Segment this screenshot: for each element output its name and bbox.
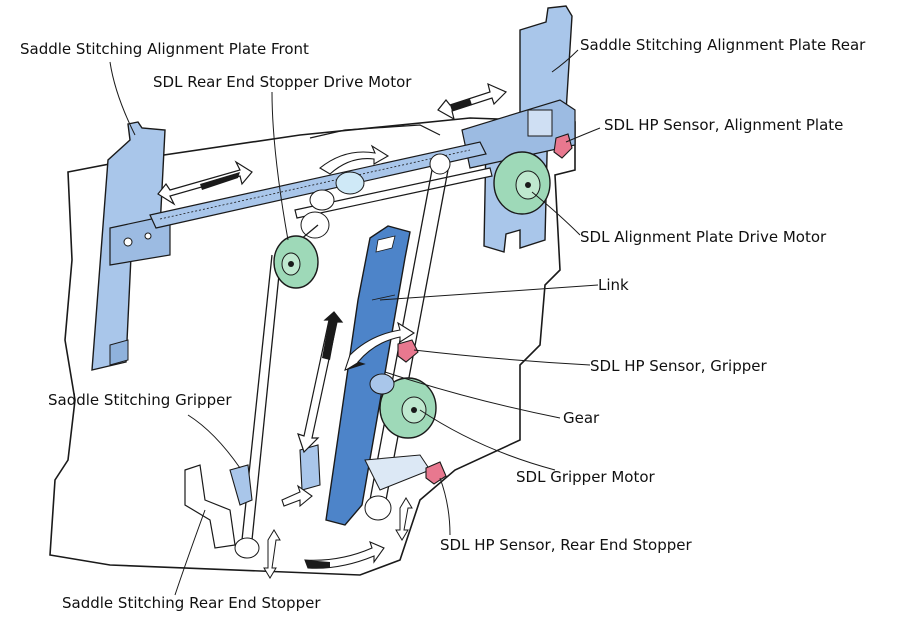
curved-arrow-link [344, 321, 416, 371]
arrow-small-bottom [281, 484, 313, 508]
leader-hp-sensor-rear-end-stopper [439, 477, 451, 536]
label-rear-end-stopper-drive-motor: SDL Rear End Stopper Drive Motor [153, 73, 412, 91]
frame-inner-edge [309, 124, 441, 139]
curved-arrow-top [319, 144, 390, 175]
leader-alignment-plate-drive-motor [531, 191, 581, 236]
hp-sensor-alignment-plate [553, 133, 573, 159]
leader-alignment-plate-front [109, 61, 136, 136]
label-link: Link [598, 276, 629, 294]
motion-arrows [157, 82, 508, 579]
hp-sensor-gripper [397, 339, 419, 363]
rear-end-stopper-drive-motor [273, 235, 319, 289]
hp-sensor-rear-end-stopper [425, 461, 447, 485]
label-gripper-motor: SDL Gripper Motor [516, 468, 655, 486]
label-hp-sensor-gripper: SDL HP Sensor, Gripper [590, 357, 767, 375]
curved-arrow-stopper-left [263, 529, 281, 579]
leader-gear [384, 371, 561, 419]
label-alignment-plate-drive-motor: SDL Alignment Plate Drive Motor [580, 228, 827, 246]
rear-end-stopper-assembly [184, 444, 431, 559]
label-alignment-plate-rear: Saddle Stitching Alignment Plate Rear [580, 36, 866, 54]
double-arrow-rear [437, 82, 508, 121]
alignment-plate-drive-motor [493, 151, 551, 215]
upper-pulleys [300, 153, 451, 239]
link-bar [325, 225, 411, 526]
leader-gripper [187, 414, 241, 469]
label-gear: Gear [563, 409, 600, 427]
label-rear-end-stopper: Saddle Stitching Rear End Stopper [62, 594, 321, 612]
leader-hp-sensor-gripper [413, 349, 591, 366]
curved-arrow-stopper-right [395, 497, 413, 541]
leader-rear-end-stopper-drive-motor [271, 91, 289, 241]
leader-lines [109, 49, 601, 596]
leader-hp-sensor-alignment-plate [565, 127, 601, 143]
alignment-plate-front [91, 121, 171, 371]
label-hp-sensor-rear-end-stopper: SDL HP Sensor, Rear End Stopper [440, 536, 692, 554]
leader-rear-end-stopper [174, 509, 206, 596]
leader-gripper-motor [419, 409, 556, 471]
leader-alignment-plate-rear [551, 49, 579, 73]
leader-link [379, 284, 599, 301]
gripper-motor [369, 373, 437, 439]
label-gripper: Saddle Stitching Gripper [48, 391, 232, 409]
rack-shaft [149, 141, 493, 229]
label-hp-sensor-alignment-plate: SDL HP Sensor, Alignment Plate [604, 116, 844, 134]
label-alignment-plate-front: Saddle Stitching Alignment Plate Front [20, 40, 309, 58]
